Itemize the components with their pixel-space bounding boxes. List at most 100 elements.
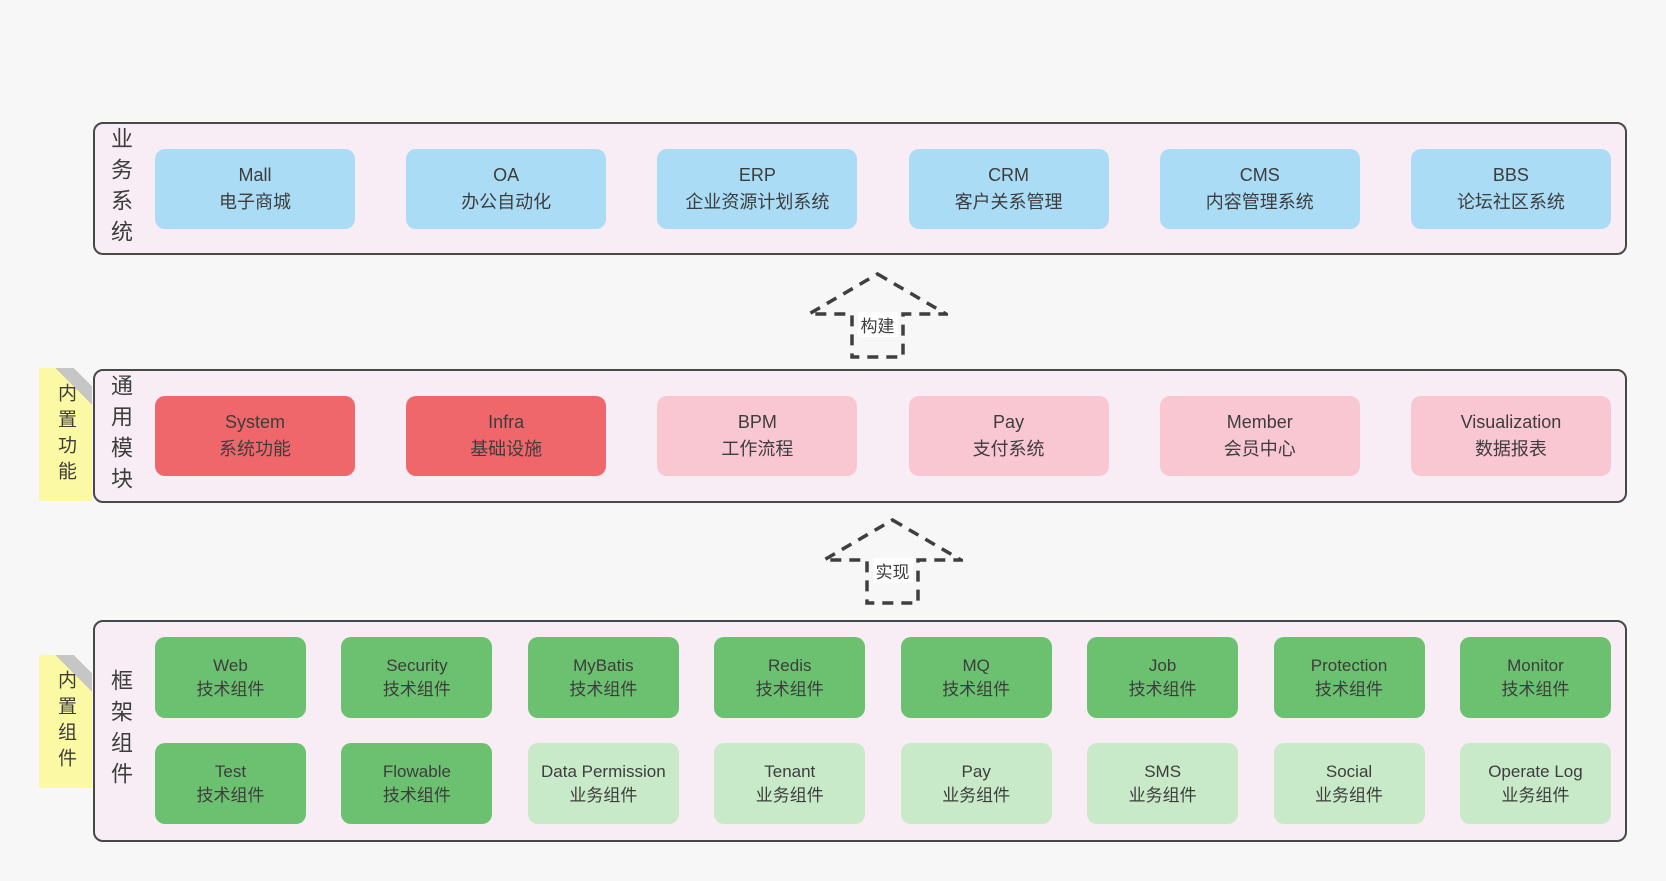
box-desc: 客户关系管理 (954, 191, 1063, 212)
layer-framework-components: 框架组件 Web 技术组件 Security 技术组件 MyBatis 技术组件… (93, 620, 1627, 842)
box-name: Protection (1310, 655, 1388, 675)
sticky-note-text: 内置功能 (55, 382, 76, 487)
box-desc: 电子商城 (219, 191, 291, 212)
box-desc: 办公自动化 (461, 191, 552, 212)
box-test: Test 技术组件 (155, 743, 306, 824)
box-desc: 技术组件 (1315, 679, 1384, 699)
box-name: Mall (238, 164, 272, 185)
framework-row-1: Web 技术组件 Security 技术组件 MyBatis 技术组件 Redi… (155, 637, 1611, 718)
box-data-permission: Data Permission 业务组件 (527, 743, 679, 824)
layer-business-label-text: 业务系统 (108, 126, 133, 251)
box-cms: CMS 内容管理系统 (1159, 148, 1360, 229)
box-desc: 内容管理系统 (1205, 191, 1314, 212)
up-arrow-dashed-icon (822, 518, 963, 605)
box-tenant: Tenant 业务组件 (714, 743, 866, 824)
box-name: Job (1148, 655, 1177, 675)
arrow-implement-label: 实现 (872, 558, 913, 583)
box-desc: 基础设施 (470, 439, 543, 459)
box-name: MyBatis (573, 655, 634, 675)
box-name: BBS (1492, 164, 1529, 185)
layer-common-modules: 通用模块 System 系统功能 Infra 基础设施 BPM 工作流程 Pay… (93, 369, 1627, 503)
box-erp: ERP 企业资源计划系统 (657, 148, 858, 229)
box-desc: 技术组件 (196, 679, 265, 699)
box-name: Pay (993, 412, 1025, 432)
box-name: CRM (988, 164, 1030, 185)
box-desc: 工作流程 (721, 439, 794, 459)
layer-framework-label-text: 框架组件 (108, 669, 133, 793)
layer-business-label: 业务系统 (105, 124, 135, 253)
box-system: System 系统功能 (155, 396, 355, 476)
layer-business-systems: 业务系统 Mall 电子商城 OA 办公自动化 ERP 企业资源计划系统 CRM… (93, 122, 1627, 255)
box-desc: 业务组件 (942, 785, 1011, 805)
box-desc: 业务组件 (569, 785, 638, 805)
layer-modules-label: 通用模块 (105, 371, 135, 501)
box-protection: Protection 技术组件 (1273, 637, 1425, 718)
modules-boxes-row: System 系统功能 Infra 基础设施 BPM 工作流程 Pay 支付系统… (155, 371, 1611, 501)
box-operate-log: Operate Log 业务组件 (1459, 743, 1611, 824)
box-name: Member (1226, 412, 1293, 432)
box-desc: 数据报表 (1474, 439, 1547, 459)
box-redis: Redis 技术组件 (714, 637, 866, 718)
box-monitor: Monitor 技术组件 (1459, 637, 1611, 718)
box-desc: 技术组件 (196, 785, 265, 805)
box-name: Monitor (1507, 655, 1564, 675)
box-desc: 业务组件 (755, 785, 824, 805)
box-desc: 技术组件 (382, 785, 451, 805)
box-visualization: Visualization 数据报表 (1410, 396, 1611, 476)
sticky-note-text: 内置组件 (55, 669, 76, 774)
box-mybatis: MyBatis 技术组件 (527, 637, 679, 718)
box-name: Visualization (1460, 412, 1562, 432)
box-job: Job 技术组件 (1087, 637, 1239, 718)
box-name: Operate Log (1488, 761, 1583, 781)
sticky-note-built-in-features: 内置功能 (39, 368, 92, 501)
box-desc: 企业资源计划系统 (685, 191, 830, 212)
box-name: Data Permission (540, 761, 666, 781)
framework-boxes-grid: Web 技术组件 Security 技术组件 MyBatis 技术组件 Redi… (155, 637, 1611, 824)
box-desc: 会员中心 (1223, 439, 1296, 459)
box-name: Tenant (764, 761, 816, 781)
box-bpm: BPM 工作流程 (657, 396, 858, 476)
box-name: Pay (961, 761, 991, 781)
box-name: System (224, 412, 285, 432)
framework-row-2: Test 技术组件 Flowable 技术组件 Data Permission … (155, 743, 1611, 824)
box-pay: Pay 支付系统 (908, 396, 1109, 476)
box-desc: 技术组件 (755, 679, 824, 699)
box-desc: 业务组件 (1128, 785, 1197, 805)
box-desc: 技术组件 (942, 679, 1011, 699)
box-name: ERP (738, 164, 776, 185)
box-name: Flowable (382, 761, 451, 781)
box-web: Web 技术组件 (155, 637, 306, 718)
box-flowable: Flowable 技术组件 (341, 743, 493, 824)
box-social: Social 业务组件 (1273, 743, 1425, 824)
box-infra: Infra 基础设施 (406, 396, 607, 476)
box-name: Test (214, 761, 247, 781)
box-desc: 技术组件 (1501, 679, 1570, 699)
box-name: BPM (737, 412, 777, 432)
sticky-note-built-in-components: 内置组件 (39, 655, 92, 788)
up-arrow-dashed-icon (807, 272, 948, 359)
box-member: Member 会员中心 (1159, 396, 1360, 476)
box-sms: SMS 业务组件 (1087, 743, 1239, 824)
box-desc: 技术组件 (382, 679, 451, 699)
box-mq: MQ 技术组件 (900, 637, 1052, 718)
box-security: Security 技术组件 (341, 637, 493, 718)
box-name: OA (493, 164, 520, 185)
layer-framework-label: 框架组件 (105, 622, 135, 840)
box-name: SMS (1144, 761, 1182, 781)
box-desc: 业务组件 (1315, 785, 1384, 805)
box-bbs: BBS 论坛社区系统 (1410, 148, 1611, 229)
box-oa: OA 办公自动化 (406, 148, 607, 229)
box-name: Social (1325, 761, 1373, 781)
box-name: Infra (488, 412, 525, 432)
layer-modules-label-text: 通用模块 (108, 374, 133, 498)
box-desc: 论坛社区系统 (1456, 191, 1565, 212)
box-desc: 支付系统 (972, 439, 1045, 459)
arrow-implement: 实现 (822, 518, 963, 605)
arrow-build: 构建 (807, 272, 948, 359)
box-desc: 技术组件 (1128, 679, 1197, 699)
box-name: Security (386, 655, 448, 675)
arrow-build-label: 构建 (857, 312, 898, 337)
box-name: MQ (962, 655, 990, 675)
box-crm: CRM 客户关系管理 (908, 148, 1109, 229)
box-desc: 技术组件 (569, 679, 638, 699)
